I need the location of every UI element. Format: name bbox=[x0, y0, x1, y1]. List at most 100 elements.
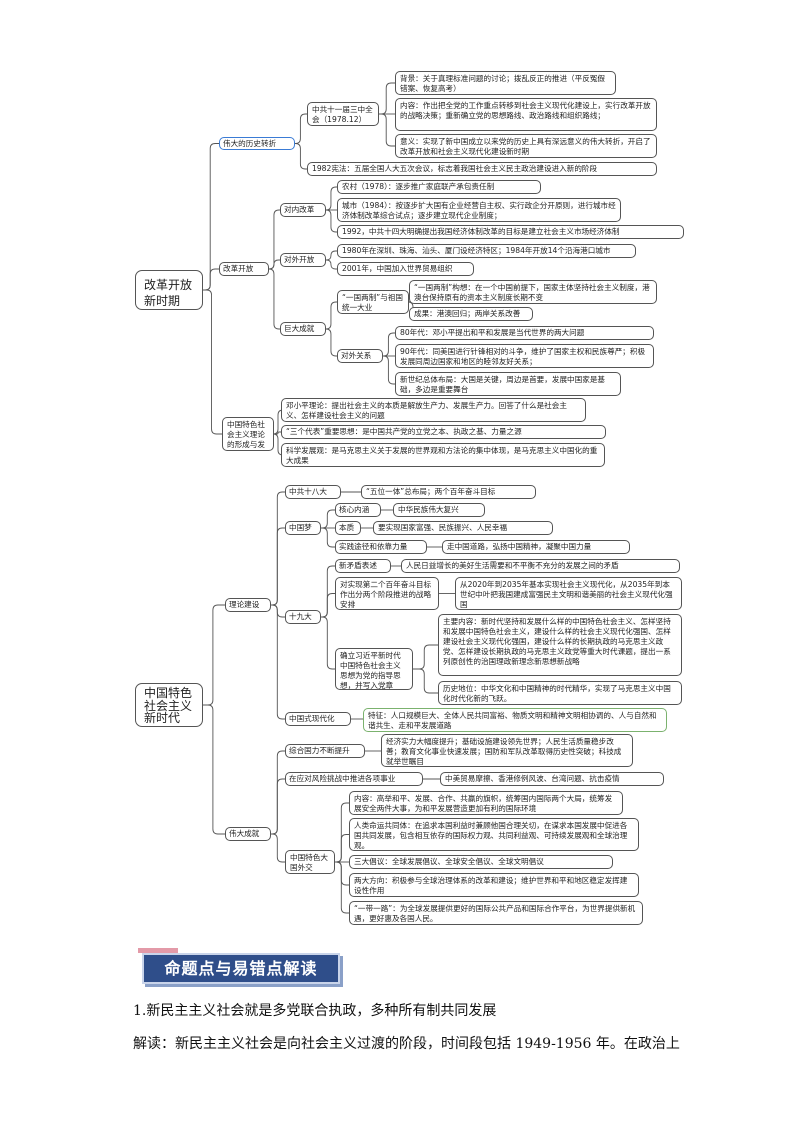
connector-node-background bbox=[379, 82, 395, 115]
node-two-stage-plan: 对实现第二个百年奋斗目标作出分两个阶段推进的战略安排 bbox=[335, 577, 439, 610]
question-1: 1.新民主主义社会就是多党联合执政，多种所有制共同发展 bbox=[133, 1003, 497, 1019]
node-1982-constitution: 1982宪法：五届全国人大五次会议，标志着我国社会主义民主政治建设进入新的阶段 bbox=[307, 162, 657, 176]
node-significance: 意义：实现了新中国成立以来党的历史上具有深远意义的伟大转折，开启了改革开放和社会… bbox=[395, 134, 657, 158]
node-content: 内容：作出把全党的工作重点转移到社会主义现代化建设上，实行改革开放的战略决策；重… bbox=[395, 98, 657, 131]
node-19th-congress: 十九大 bbox=[285, 610, 321, 624]
connector-node-18th-congress bbox=[271, 491, 285, 606]
connector-node-historic-status bbox=[413, 668, 438, 694]
node-rural: 农村（1978）：逐步推广家庭联产承包责任制 bbox=[337, 180, 541, 194]
node-one-country-two-systems: “一国两制”与祖国统一大业 bbox=[337, 290, 409, 314]
connector-node-historic-turn bbox=[203, 143, 219, 291]
node-foreign-relations: 对外关系 bbox=[337, 349, 383, 363]
node-major-country-diplomacy: 中国特色大国外交 bbox=[285, 850, 335, 874]
connector-node-chinese-modernization bbox=[271, 604, 285, 720]
node-special-zones: 1980年在深圳、珠海、汕头、厦门设经济特区；1984年开放14个沿海港口城市 bbox=[337, 244, 636, 258]
connector-node-core-meaning bbox=[321, 509, 335, 529]
connector-node-xi-thought bbox=[321, 616, 335, 670]
connector-node-foreign-relations bbox=[325, 328, 337, 357]
node-historic-status: 历史地位：中华文化和中国精神的时代精华，实现了马克思主义中国化时代化新的飞跃。 bbox=[438, 681, 682, 705]
node-historic-turn: 伟大的历史转折 bbox=[219, 137, 295, 150]
node-chinese-road: 走中国道路，弘扬中国精神，凝聚中国力量 bbox=[442, 540, 630, 554]
node-chinese-modernization: 中国式现代化 bbox=[285, 712, 351, 726]
node-main-content: 主要内容：新时代坚持和发展什么样的中国特色社会主义、怎样坚持和发展中国特色社会主… bbox=[438, 614, 682, 676]
node-theory-building: 理论建设 bbox=[225, 598, 271, 612]
connector-node-one-country-two-systems bbox=[325, 301, 337, 330]
connector-node-1982-constitution bbox=[295, 143, 307, 170]
node-shared-future: 人类命运共同体：在追求本国利益时兼顾他国合理关切，在谋求本国发展中促进各国共同发… bbox=[349, 818, 639, 851]
node-great-achievements: 巨大成就 bbox=[280, 322, 326, 336]
node-xi-thought: 确立习近平新时代中国特色社会主义思想为党的指导思想，并写入党章 bbox=[335, 648, 413, 690]
connector-node-great-achievements bbox=[268, 268, 280, 330]
connector-node-1992 bbox=[325, 209, 337, 233]
connector-node-risk-challenges bbox=[271, 778, 285, 835]
node-chinese-dream: 中国梦 bbox=[285, 521, 321, 535]
node-prosperity: 要实现国家富强、民族振兴、人民幸福 bbox=[373, 521, 553, 535]
node-domestic-reform: 对内改革 bbox=[280, 203, 326, 217]
node-2020-2035: 从2020年到2035年基本实现社会主义现代化，从2035年到本世纪中叶把我国建… bbox=[455, 577, 682, 610]
node-core-meaning: 核心内涵 bbox=[335, 503, 381, 517]
connector-node-three-represents bbox=[274, 431, 281, 435]
node-theory-formation: 中国特色社会主义理论的形成与发展 bbox=[222, 417, 274, 451]
node-five-in-one: “五位一体”总布局；两个百年奋斗目标 bbox=[361, 485, 536, 499]
node-essence: 本质 bbox=[335, 521, 361, 535]
connector-node-opening-up bbox=[269, 259, 280, 270]
connector-node-path-and-forces bbox=[321, 527, 335, 548]
node-urban: 城市（1984）：按逐步扩大国有企业经营自主权、实行政企分开原则，进行城市经济体… bbox=[337, 198, 621, 222]
node-reform-opening: 改革开放 bbox=[219, 262, 269, 276]
node-belt-and-road: “一带一路”：为全球发展提供更好的国际公共产品和国际合作平台，为世界提供新机遇，… bbox=[349, 901, 643, 925]
node-scientific-development: 科学发展观：是马克思主义关于发展的世界观和方法论的集中体现，是马克思主义中国化的… bbox=[281, 443, 605, 467]
connector-node-scientific-development bbox=[272, 433, 284, 456]
node-three-represents: “三个代表”重要思想：是中国共产党的立党之本、执政之基、力量之源 bbox=[281, 425, 606, 439]
node-1990s: 90年代：同美国进行针锋相对的斗争，维护了国家主权和民族尊严；积极发展同周边国家… bbox=[395, 344, 654, 368]
node-features: 特征：人口规模巨大、全体人民共同富裕、物质文明和精神文明相协调的、人与自然和谐共… bbox=[363, 708, 667, 732]
node-new-contradiction: 新矛盾表述 bbox=[335, 559, 391, 573]
connector-node-theory-formation bbox=[203, 289, 222, 435]
node-rejuvenation: 中华民族伟大复兴 bbox=[393, 503, 485, 517]
connector-node-major-country-diplomacy bbox=[271, 833, 285, 863]
node-national-strength: 综合国力不断提升 bbox=[285, 744, 365, 758]
root-new-era: 中国特色社会主义新时代 bbox=[135, 683, 203, 727]
node-two-directions: 两大方向：积极参与全球治理体系的改革和建设；维护世界和平和地区稳定发挥建设性作用 bbox=[349, 873, 639, 897]
node-background: 背景：关于真理标准问题的讨论；拨乱反正的推进（平反冤假错案、恢复高考） bbox=[395, 71, 616, 95]
connector-node-belt-and-road bbox=[335, 861, 349, 914]
connector-node-reform-opening bbox=[203, 268, 219, 291]
connector-node-special-zones bbox=[326, 250, 337, 261]
connector-node-new-century bbox=[383, 355, 395, 385]
node-new-century: 新世纪总体布局：大国是关键，周边是首要，发展中国家是基础，多边是重要舞台 bbox=[395, 372, 621, 396]
connector-node-19th-congress bbox=[271, 604, 285, 618]
answer-1: 解读：新民主主义社会是向社会主义过渡的阶段，时间段包括 1949-1956 年。… bbox=[133, 1036, 680, 1052]
node-deng-theory: 邓小平理论：提出社会主义的本质是解放生产力、发展生产力。回答了什么是社会主义、怎… bbox=[281, 398, 586, 422]
connector-node-two-stage-plan bbox=[321, 593, 335, 618]
node-1980s: 80年代：邓小平提出和平和发展是当代世界的两大问题 bbox=[395, 326, 654, 340]
node-contradiction-text: 人民日益增长的美好生活需要和不平衡不充分的发展之间的矛盾 bbox=[401, 559, 680, 573]
connector-node-main-content bbox=[413, 644, 438, 670]
connector-node-diplomacy-content bbox=[335, 802, 349, 863]
node-opening-up: 对外开放 bbox=[280, 253, 326, 267]
connector-node-great-achievements-2 bbox=[203, 704, 225, 835]
node-great-achievements-2: 伟大成就 bbox=[225, 827, 271, 841]
connector-node-rural bbox=[325, 186, 337, 211]
node-risk-challenges: 在应对风险挑战中推进各项事业 bbox=[285, 772, 423, 786]
node-wto: 2001年，中国加入世界贸易组织 bbox=[337, 262, 474, 276]
connector-node-1980s bbox=[383, 332, 395, 357]
banner-accent bbox=[138, 948, 178, 953]
connector-node-theory-building bbox=[203, 604, 225, 706]
node-economy: 经济实力大幅度提升；基础设施建设领先世界；人民生活质量稳步改善；教育文化事业快速… bbox=[381, 734, 633, 767]
node-path-and-forces: 实践途径和依靠力量 bbox=[335, 540, 427, 554]
node-18th-congress: 中共十八大 bbox=[285, 485, 341, 499]
node-results: 成果：港澳回归；两岸关系改善 bbox=[409, 307, 533, 321]
node-1992: 1992，中共十四大明确提出我国经济体制改革的目标是建立社会主义市场经济体制 bbox=[337, 225, 684, 239]
connector-node-new-contradiction bbox=[321, 565, 335, 618]
banner-title: 命题点与易错点解读 bbox=[164, 959, 318, 978]
connector-node-chinese-dream bbox=[271, 527, 285, 606]
connector-node-third-plenum bbox=[295, 113, 307, 144]
node-third-plenum: 中共十一届三中全会（1978.12） bbox=[307, 102, 379, 126]
node-concept: “一国两制”构想：在一个中国前提下，国家主体坚持社会主义制度，港澳台保持原有的资… bbox=[409, 280, 657, 304]
connector-node-significance bbox=[379, 113, 395, 147]
root-reform-era: 改革开放新时期 bbox=[135, 270, 203, 310]
node-trade-friction: 中美贸易摩擦、香港修例风波、台湾问题、抗击疫情 bbox=[440, 772, 664, 786]
connector-node-two-directions bbox=[335, 861, 349, 886]
connector-node-shared-future bbox=[335, 834, 349, 863]
connector-node-national-strength bbox=[271, 750, 285, 835]
